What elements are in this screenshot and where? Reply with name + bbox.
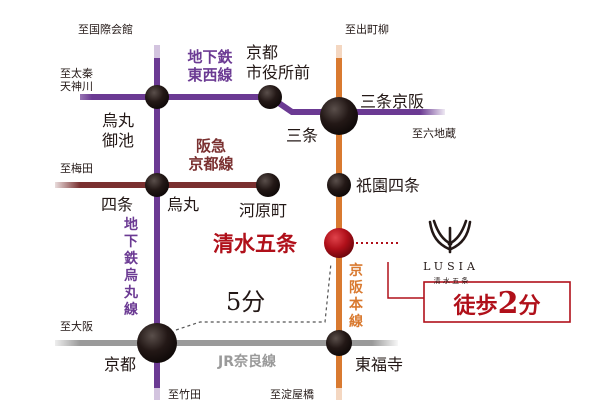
label-shiyakusho-1: 京都 — [246, 43, 278, 62]
dir-uzumasa-1: 至太秦 — [60, 66, 93, 80]
lusia-logo: LUSIA 清 水 五 条 — [423, 219, 479, 285]
karasuma-line-char: 烏 — [124, 267, 138, 284]
label-sanjo: 三条 — [286, 126, 318, 145]
walk-callout-suffix: 分 — [518, 293, 540, 319]
walk-callout: 徒歩2分 — [423, 281, 571, 323]
karasuma-line-char: 下 — [124, 234, 138, 250]
karasuma-line-char: 鉄 — [124, 250, 139, 267]
label-sanjo-keihan: 三条京阪 — [360, 92, 424, 111]
dir-demachiyanagi: 至出町柳 — [345, 22, 389, 36]
lusia-name: LUSIA — [423, 260, 479, 273]
station-karasuma-oike — [145, 85, 169, 109]
tozai-line — [80, 94, 445, 115]
label-gion-shijo: 祇園四条 — [356, 176, 420, 195]
station-kawaramachi — [256, 173, 280, 197]
hankyu-line-label-1: 阪急 — [196, 137, 226, 155]
station-shijo-karasuma — [145, 173, 169, 197]
dir-yodoyabashi: 至淀屋橋 — [270, 387, 314, 401]
dir-takeda: 至竹田 — [168, 387, 201, 401]
label-karasuma-oike-2: 御池 — [102, 131, 134, 150]
tozai-line-label-2: 東西線 — [187, 66, 232, 84]
station-kyoto — [137, 323, 177, 363]
karasuma-line-char: 丸 — [123, 284, 139, 301]
label-kawaramachi: 河原町 — [239, 201, 287, 220]
walk-callout-box — [423, 281, 571, 323]
station-gion-shijo — [327, 173, 351, 197]
walk-callout-prefix: 徒歩 — [453, 293, 498, 319]
lusia-sub: 清 水 五 条 — [434, 276, 469, 285]
station-sanjo — [320, 97, 358, 135]
station-shiyakusho-mae — [258, 85, 282, 109]
karasuma-line-label: 地 下 鉄 烏 丸 線 — [123, 216, 139, 318]
label-karasuma: 烏丸 — [167, 195, 199, 214]
dir-uzumasa-2: 天神川 — [60, 79, 93, 93]
walk-callout-text: 徒歩2分 — [453, 286, 541, 321]
karasuma-line-char: 線 — [124, 301, 138, 318]
keihan-line-char: 線 — [349, 313, 363, 330]
label-kiyomizu-gojo: 清水五条 — [213, 231, 298, 256]
walk-path-5min — [175, 262, 332, 331]
karasuma-line-char: 地 — [124, 216, 138, 233]
hankyu-line-label-2: 京都線 — [188, 155, 233, 173]
dir-osaka: 至大阪 — [60, 319, 93, 333]
tozai-line-label-1: 地下鉄 — [187, 48, 232, 66]
label-kyoto: 京都 — [104, 355, 136, 374]
dir-umeda: 至梅田 — [60, 161, 93, 175]
dir-kokusai-kaikan: 至国際会館 — [78, 22, 133, 36]
label-karasuma-oike-1: 烏丸 — [102, 111, 134, 130]
keihan-line-char: 京 — [349, 262, 363, 279]
callout-connector — [387, 262, 424, 299]
station-tofukuji — [326, 330, 352, 356]
keihan-line-char: 阪 — [349, 280, 364, 296]
keihan-line-label: 京 阪 本 線 — [349, 262, 364, 330]
label-shijo: 四条 — [101, 195, 133, 214]
walk-time-5min: 5分 — [226, 288, 265, 316]
label-tofukuji: 東福寺 — [355, 355, 403, 374]
jr-nara-line-label: JR奈良線 — [217, 353, 276, 370]
walk-callout-number: 2 — [498, 286, 519, 321]
dir-rokujizo: 至六地蔵 — [412, 127, 456, 140]
keihan-line-char: 本 — [349, 296, 364, 313]
lusia-emblem — [428, 219, 472, 254]
station-kiyomizu-gojo — [324, 228, 354, 258]
label-shiyakusho-2: 市役所前 — [246, 63, 310, 82]
